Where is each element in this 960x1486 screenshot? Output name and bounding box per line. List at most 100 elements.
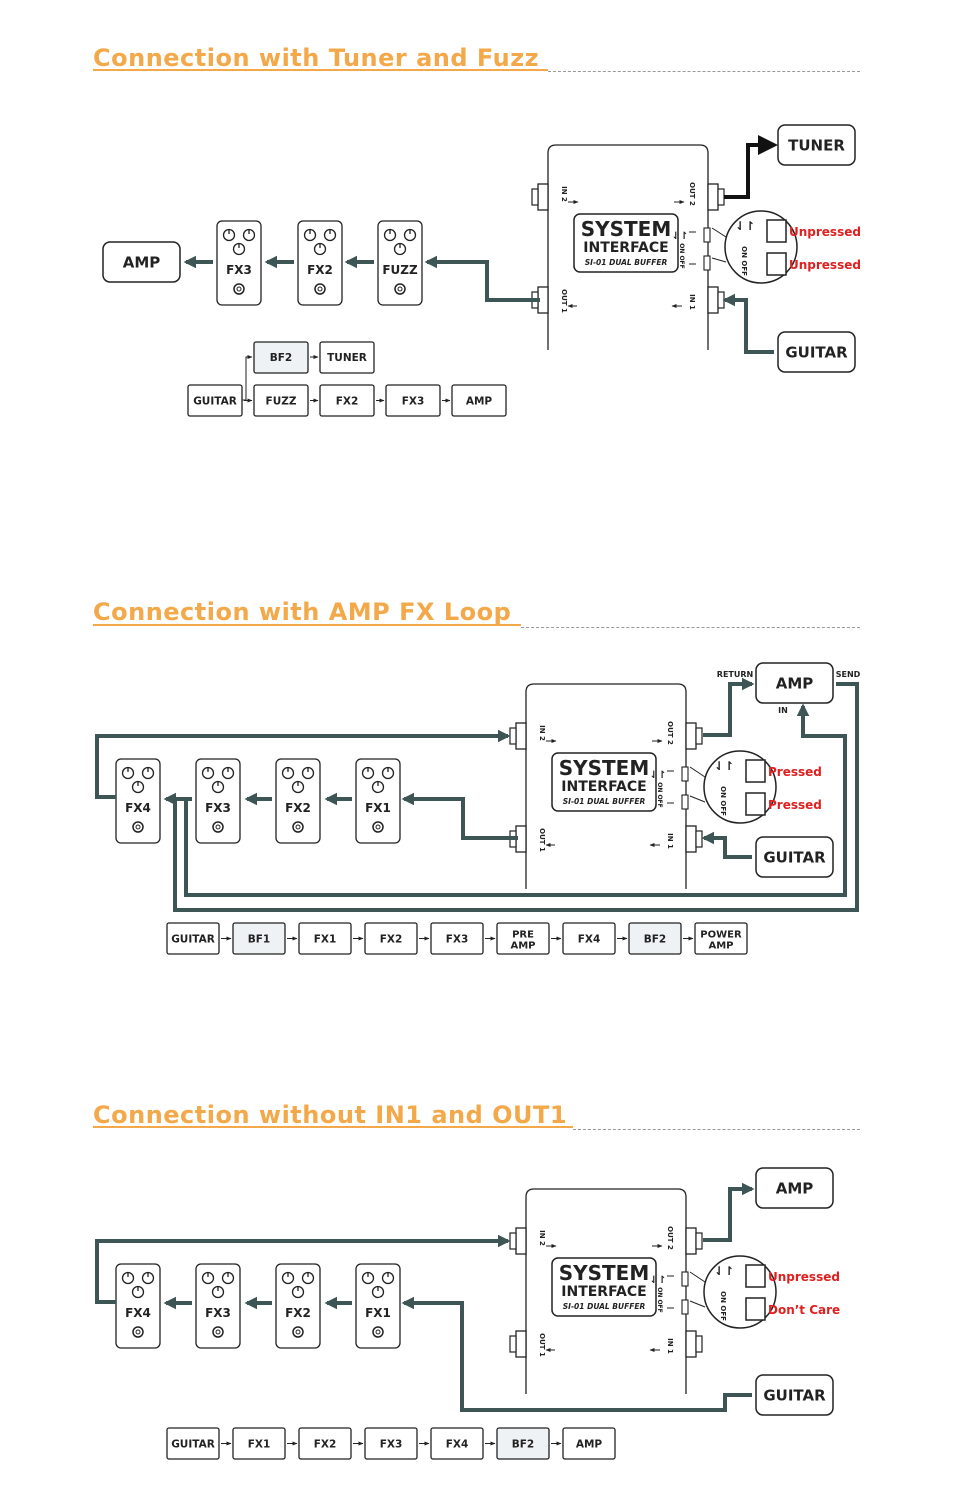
pedal-fuzz-label: FUZZ <box>382 263 418 277</box>
switch-button-power <box>766 252 787 276</box>
footswitch-icon <box>132 1326 144 1338</box>
footswitch-icon <box>233 283 245 295</box>
chain-box <box>319 384 375 417</box>
cable <box>724 135 778 199</box>
chain-label: AMP <box>576 1439 603 1451</box>
device-name-line2: INTERFACE <box>583 240 668 256</box>
jack-label-in1: IN 1 <box>666 1338 674 1354</box>
section-title-amp-fx-loop: Connection with AMP FX Loop <box>93 598 512 626</box>
jack-icon <box>515 722 527 750</box>
switch-window <box>681 1299 689 1315</box>
jack-label-in2: IN 2 <box>538 1230 546 1246</box>
chain-box <box>430 1427 484 1460</box>
amp-in-label: IN <box>778 706 788 715</box>
chain-box <box>166 922 220 955</box>
pedal-fx3 <box>216 220 262 306</box>
jack-plug <box>509 1335 517 1353</box>
cable <box>95 729 511 799</box>
jack-plug <box>695 1335 703 1353</box>
pedal-fx3-label: FX3 <box>205 801 231 815</box>
footswitch-icon <box>372 821 384 833</box>
chain-box <box>694 922 748 955</box>
title-underline <box>93 624 521 626</box>
ground-lift-icon: ⇃↾ <box>650 1275 667 1286</box>
amp-return-label: RETURN <box>717 670 753 679</box>
chain-box <box>232 922 286 955</box>
chain-box <box>364 922 418 955</box>
switch-button-power <box>745 1297 766 1321</box>
chain-label: FX3 <box>402 396 425 408</box>
device-name-line2: INTERFACE <box>561 779 646 795</box>
chain-label: GUITAR <box>171 1439 215 1451</box>
amp-box <box>755 662 834 704</box>
footswitch-inner <box>135 824 141 830</box>
chain-label: GUITAR <box>171 934 215 946</box>
footswitch-inner <box>215 1329 221 1335</box>
chain-box <box>166 1427 220 1460</box>
cable <box>424 255 540 302</box>
jack-plug <box>717 188 725 206</box>
chain-box <box>562 1427 616 1460</box>
footswitch-icon <box>212 821 224 833</box>
amp-label: AMP <box>776 1179 814 1197</box>
footswitch-inner <box>295 824 301 830</box>
zoom-leader <box>689 795 706 803</box>
chain-box <box>430 922 484 955</box>
chain-label: BF1 <box>248 934 270 946</box>
title-underline <box>93 69 548 71</box>
chain-box <box>562 922 616 955</box>
chain-label: TUNER <box>327 352 367 364</box>
switch-note-ground: Unpressed <box>768 1270 840 1284</box>
pedal-fx4-label: FX4 <box>125 1306 151 1320</box>
chain-label: BF2 <box>270 352 292 364</box>
jack-plug <box>509 1232 517 1250</box>
switch-note-power: Pressed <box>768 798 822 812</box>
device-name-line2: INTERFACE <box>561 1284 646 1300</box>
chain-box <box>298 922 352 955</box>
switch-note-ground: Unpressed <box>789 225 861 239</box>
title-underline <box>93 1126 573 1128</box>
switch-window <box>681 1271 689 1287</box>
zoom-leader <box>711 257 727 263</box>
chain-box <box>298 1427 352 1460</box>
zoom-leader <box>689 766 706 778</box>
jack-plug <box>509 727 517 745</box>
footswitch-icon <box>292 1326 304 1338</box>
tuner-box <box>777 124 856 166</box>
footswitch-icon <box>292 821 304 833</box>
pedal-fx1-label: FX1 <box>365 801 391 815</box>
device-label-panel <box>551 752 657 812</box>
guitar-box <box>755 1374 834 1416</box>
jack-label-in1: IN 1 <box>666 833 674 849</box>
section-title-without-in1-out1: Connection without IN1 and OUT1 <box>93 1101 568 1129</box>
device-name: SYSTEM <box>581 217 672 241</box>
chain-box <box>385 384 441 417</box>
chain-label: FX4 <box>578 934 601 946</box>
ground-lift-icon: ⇃↾ <box>735 219 755 233</box>
footswitch-icon <box>314 283 326 295</box>
pedal-fx1 <box>355 1263 401 1349</box>
jack-label-in1: IN 1 <box>688 294 696 310</box>
jack-label-out2: OUT 2 <box>666 1226 674 1250</box>
jack-icon <box>685 722 697 750</box>
switch-window <box>703 227 711 243</box>
switch-button-power <box>745 792 766 816</box>
switch-note-ground: Pressed <box>768 765 822 779</box>
switch-label-onoff: ON OFF <box>656 1287 663 1313</box>
pedal-fx3 <box>195 1263 241 1349</box>
jack-label-out1: OUT 1 <box>560 289 568 313</box>
footswitch-icon <box>394 283 406 295</box>
pedal-fx3-label: FX3 <box>205 1306 231 1320</box>
jack-icon <box>707 286 719 314</box>
switch-button-ground <box>766 219 787 243</box>
switch-label-onoff: ON OFF <box>719 1291 727 1321</box>
chain-label: FX3 <box>446 934 469 946</box>
switch-button-ground <box>745 1264 766 1288</box>
chain-box <box>253 341 309 374</box>
zoom-leader <box>689 1271 706 1283</box>
switch-label-onoff: ON OFF <box>719 786 727 816</box>
chain-box <box>496 922 550 955</box>
jack-plug <box>695 830 703 848</box>
